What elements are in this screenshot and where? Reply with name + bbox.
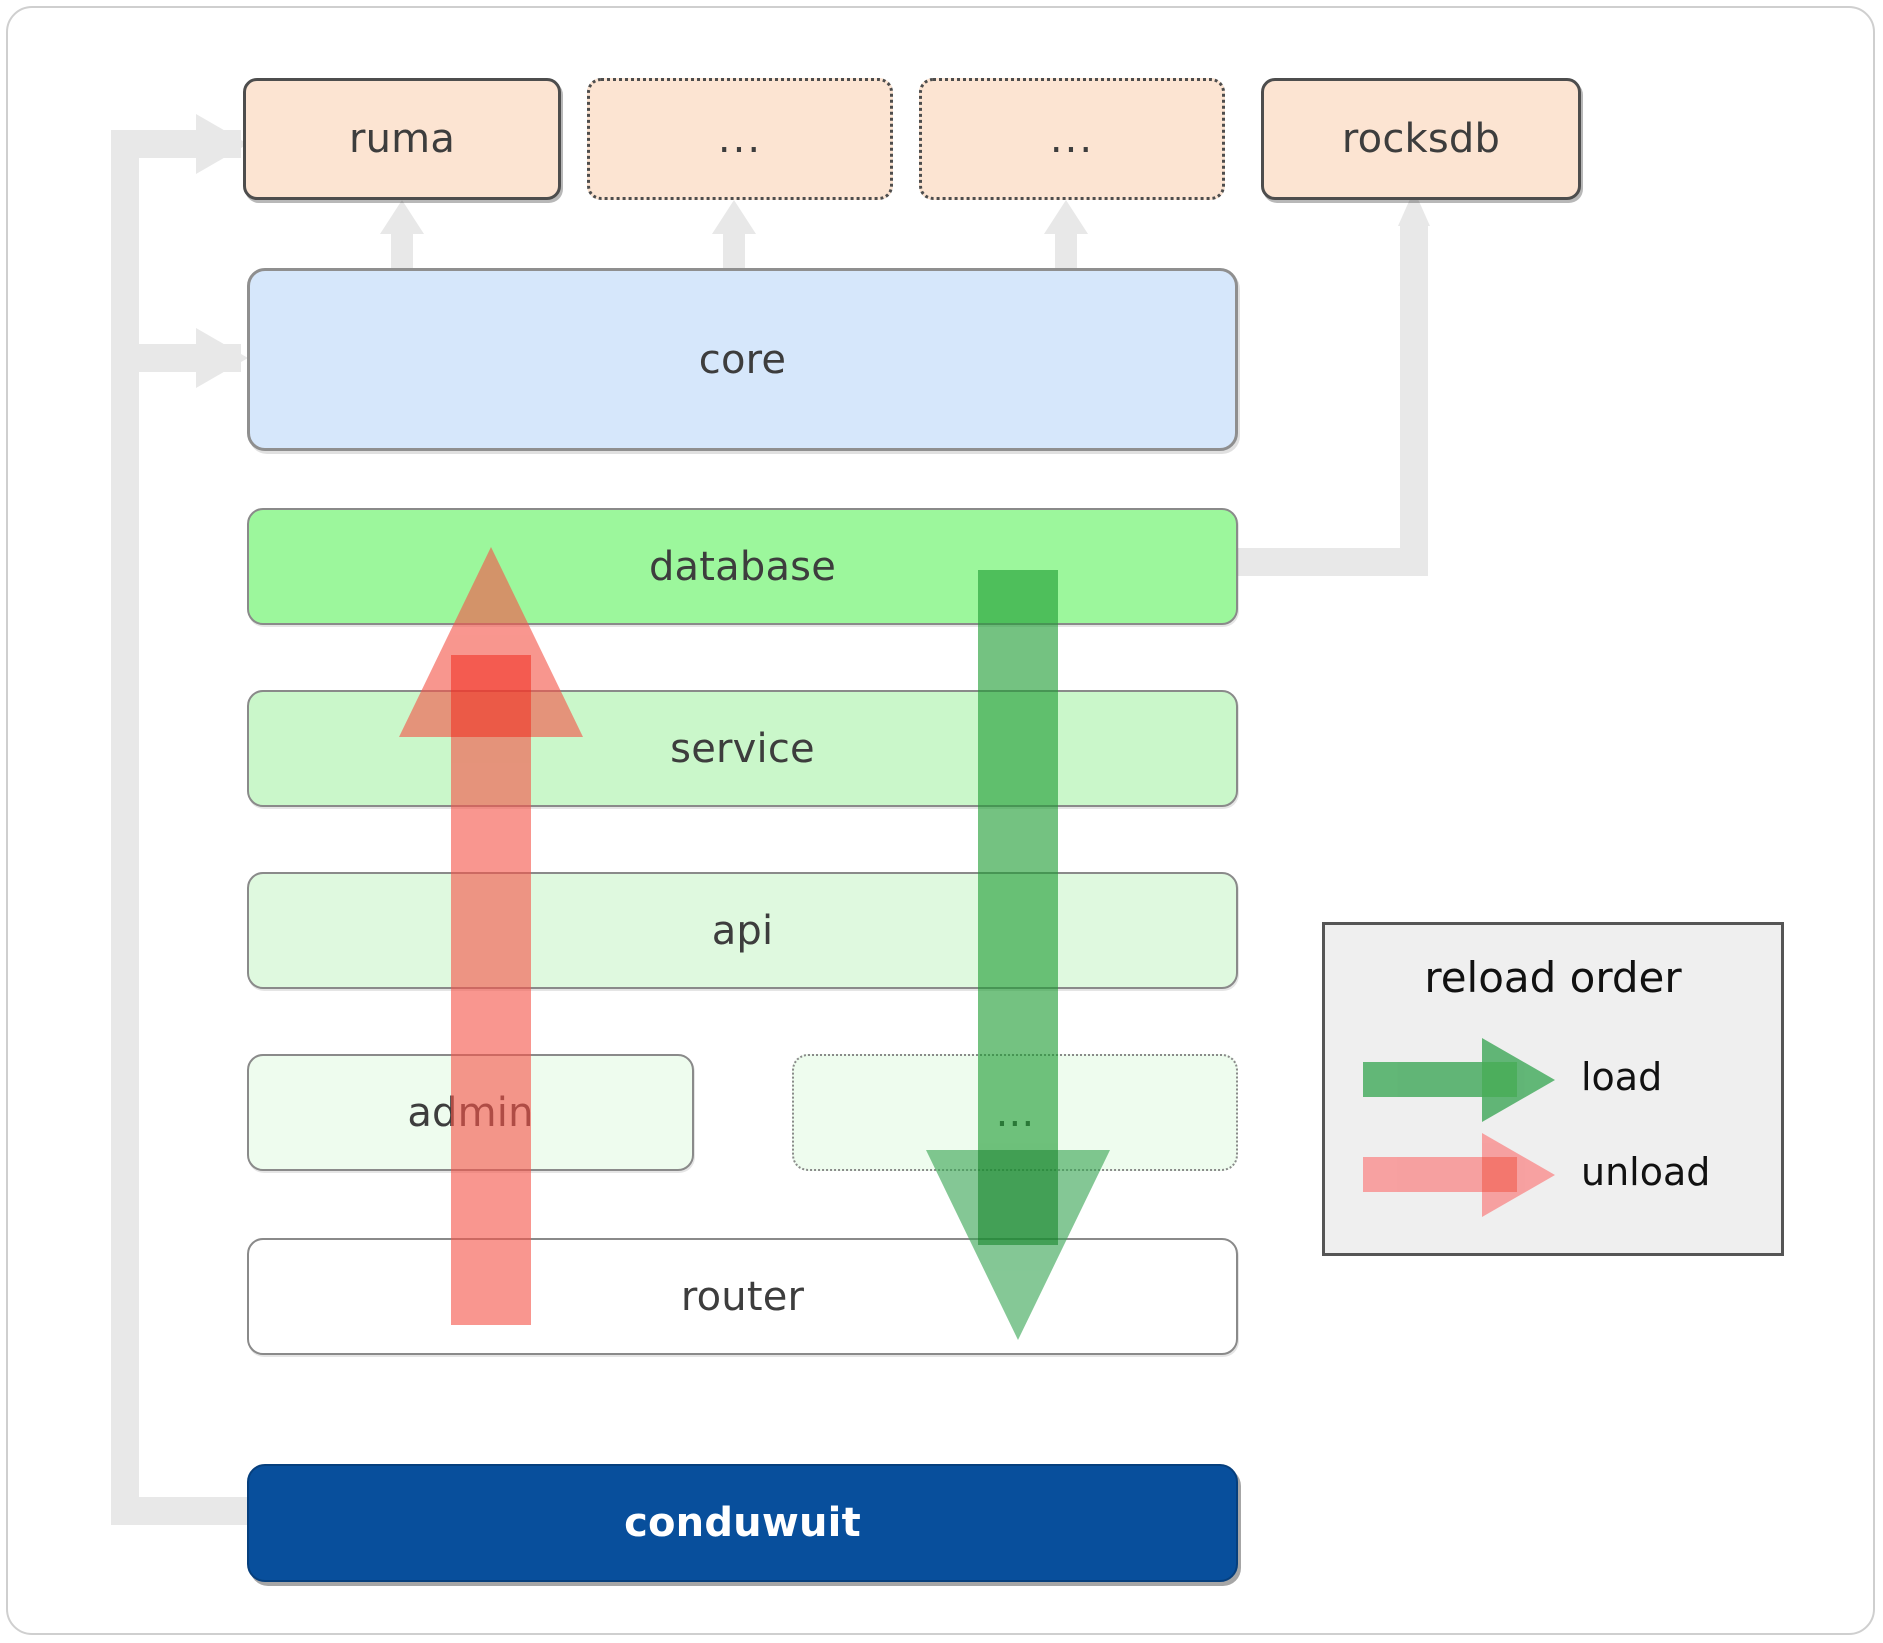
legend-swatch-unload xyxy=(1363,1133,1555,1217)
canvas-frame xyxy=(6,6,1875,1635)
layer-label-admin: admin xyxy=(407,1089,534,1136)
layer-label-dots-3: ... xyxy=(995,1089,1035,1136)
layer-box-admin[interactable]: admin xyxy=(247,1054,694,1171)
dependency-label-ruma: ruma xyxy=(348,116,456,162)
root-label: conduwuit xyxy=(624,1500,861,1546)
legend-label-unload: unload xyxy=(1581,1150,1711,1194)
layer-label-router: router xyxy=(680,1273,805,1320)
layer-label-service: service xyxy=(670,725,815,772)
layer-label-api: api xyxy=(711,907,774,954)
legend-label-load: load xyxy=(1581,1055,1663,1099)
core-box[interactable]: core xyxy=(247,268,1238,451)
layer-box-router[interactable]: router xyxy=(247,1238,1238,1355)
layer-box-database[interactable]: database xyxy=(247,508,1238,625)
dependency-box-ruma[interactable]: ruma xyxy=(243,78,561,200)
layer-box-api[interactable]: api xyxy=(247,872,1238,989)
legend-title: reload order xyxy=(1424,953,1682,1002)
dependency-box-dots-2[interactable]: ... xyxy=(919,78,1225,200)
legend-panel: reload order load unload xyxy=(1322,922,1784,1256)
dependency-box-dots-1[interactable]: ... xyxy=(587,78,893,200)
legend-swatches xyxy=(1363,1038,1555,1217)
layer-box-service[interactable]: service xyxy=(247,690,1238,807)
dependency-label-rocksdb: rocksdb xyxy=(1341,116,1501,162)
core-label: core xyxy=(698,336,787,383)
layer-box-dots-3[interactable]: ... xyxy=(792,1054,1238,1171)
layer-label-database: database xyxy=(648,543,837,590)
dependency-box-rocksdb[interactable]: rocksdb xyxy=(1261,78,1581,200)
root-box-conduwuit[interactable]: conduwuit xyxy=(247,1464,1238,1582)
dependency-label-dots-2: ... xyxy=(1049,116,1095,162)
legend-swatch-load xyxy=(1363,1038,1555,1122)
dependency-label-dots-1: ... xyxy=(717,116,763,162)
